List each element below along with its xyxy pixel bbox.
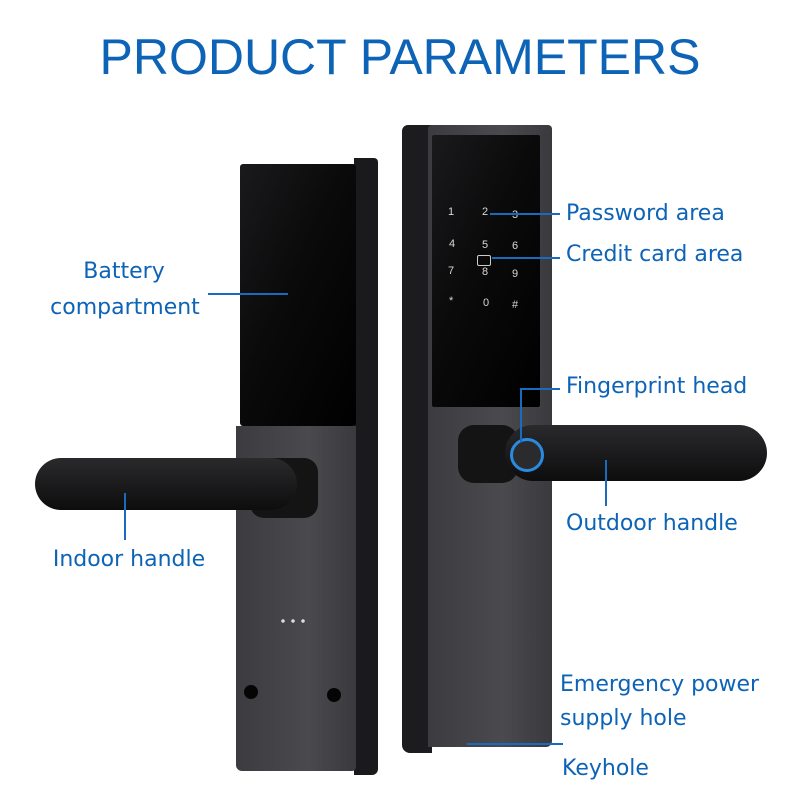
outdoor-handle bbox=[505, 425, 767, 481]
key-5[interactable]: 5 bbox=[482, 239, 489, 251]
key-9[interactable]: 9 bbox=[512, 268, 519, 280]
key-0[interactable]: 0 bbox=[483, 297, 490, 309]
key-star[interactable]: * bbox=[449, 295, 454, 307]
key-2[interactable]: 2 bbox=[482, 206, 489, 218]
label-battery-line2: compartment bbox=[50, 295, 200, 320]
key-3[interactable]: 3 bbox=[512, 209, 519, 221]
key-4[interactable]: 4 bbox=[449, 238, 456, 250]
card-reader-icon bbox=[477, 255, 491, 266]
screw-hole-left bbox=[244, 685, 258, 699]
keypad-panel bbox=[432, 135, 540, 407]
leader-indoor-handle bbox=[124, 493, 126, 540]
label-indoor-handle: Indoor handle bbox=[52, 547, 206, 572]
leader-fingerprint-v bbox=[520, 388, 522, 442]
page-title: PRODUCT PARAMETERS bbox=[99, 29, 701, 85]
leader-credit-card bbox=[492, 257, 560, 259]
label-credit-card-area: Credit card area bbox=[566, 242, 744, 267]
label-password-area: Password area bbox=[566, 201, 725, 226]
battery-cover bbox=[240, 164, 356, 426]
key-8[interactable]: 8 bbox=[482, 266, 489, 278]
fingerprint-sensor[interactable] bbox=[510, 438, 544, 472]
label-emergency-line1: Emergency power bbox=[560, 672, 760, 697]
leader-fingerprint-h bbox=[520, 388, 560, 390]
key-1[interactable]: 1 bbox=[448, 206, 455, 218]
label-outdoor-handle: Outdoor handle bbox=[566, 511, 738, 536]
label-battery-line1: Battery bbox=[83, 259, 165, 284]
leader-outdoor-handle bbox=[605, 460, 607, 506]
side-strip bbox=[354, 158, 378, 775]
indoor-handle bbox=[35, 458, 297, 510]
side-strip bbox=[402, 125, 432, 753]
label-emergency-line2: supply hole bbox=[560, 706, 687, 731]
leader-keyhole bbox=[467, 743, 563, 745]
label-keyhole: Keyhole bbox=[562, 756, 649, 781]
indicator-dots bbox=[278, 619, 308, 623]
key-hash[interactable]: # bbox=[512, 299, 519, 311]
label-fingerprint-head: Fingerprint head bbox=[566, 374, 748, 399]
leader-password bbox=[490, 213, 560, 215]
leader-battery bbox=[208, 293, 288, 295]
key-6[interactable]: 6 bbox=[512, 240, 519, 252]
key-7[interactable]: 7 bbox=[448, 265, 455, 277]
screw-hole-right bbox=[327, 688, 341, 702]
